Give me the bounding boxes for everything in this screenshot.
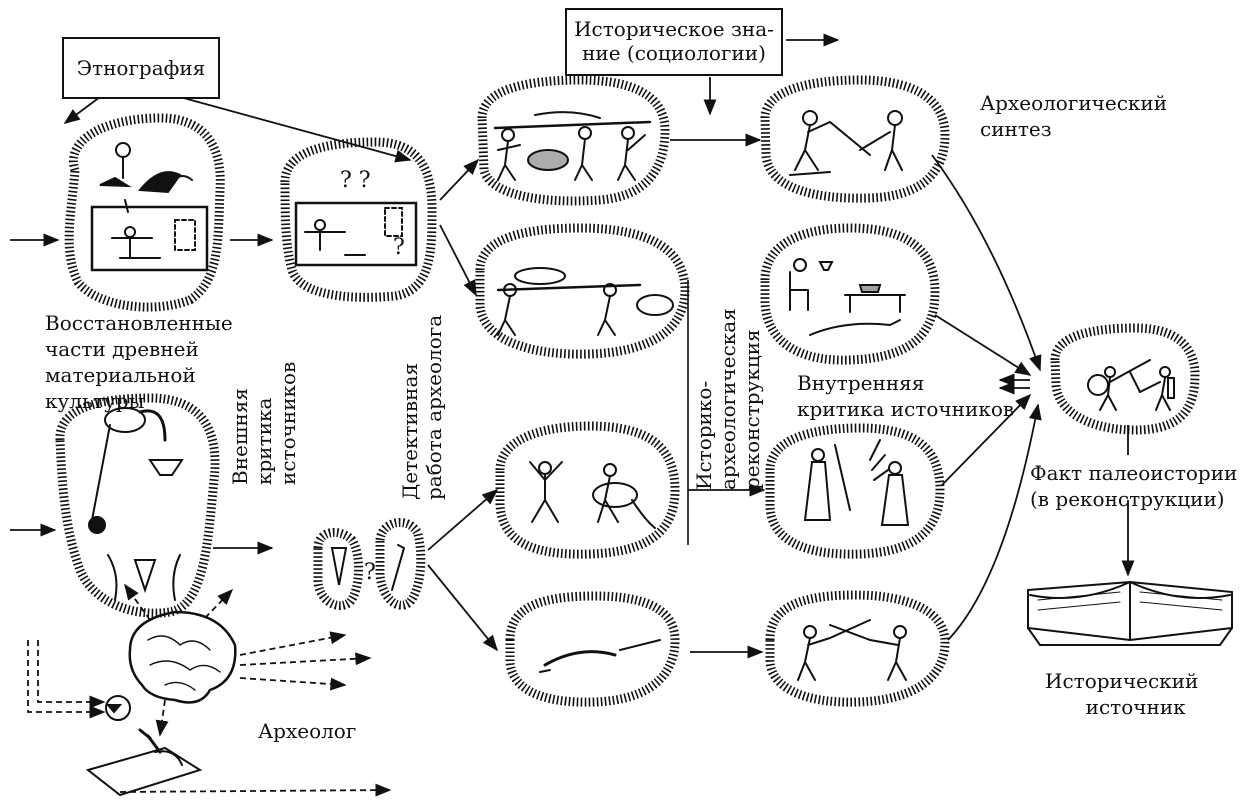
hunt-middle-illustration <box>496 267 674 336</box>
arrow-shards-to-dance <box>427 488 499 551</box>
arrow-question-to-hunt <box>439 158 480 201</box>
ritual-fragment-illustration <box>88 407 184 601</box>
question-mark-shards: ? <box>364 560 376 585</box>
dashed-brain-up-left <box>124 583 151 621</box>
question-marks-top: ? ? <box>340 168 371 193</box>
historical-knowledge-line-2: ние (социологии) <box>582 41 766 65</box>
duel-illustration <box>797 619 907 681</box>
feast-illustration <box>789 258 906 336</box>
blob-hunt-middle <box>475 223 690 359</box>
blob-fight-top <box>760 75 950 203</box>
dashed-input-1 <box>27 640 106 719</box>
dashed-brain-right-3 <box>239 677 347 691</box>
ethnography-label: Этнография <box>76 56 206 80</box>
dashed-brain-to-hand <box>155 699 169 737</box>
paleofact-illustration <box>1087 359 1175 411</box>
shards-illustration <box>330 544 406 591</box>
dashed-brain-right-2 <box>239 652 372 666</box>
arrow-shards-to-burial <box>427 564 499 652</box>
blob-burial <box>505 591 680 707</box>
question-mark-box: ? <box>393 235 405 260</box>
arrow-fight-to-fact <box>931 154 1042 372</box>
hunt-top-illustration <box>493 111 652 181</box>
blob-paleofact <box>1050 323 1200 435</box>
external-criticism-label: Внешняя критика источников <box>228 361 300 485</box>
restored-parts-label: Восстановленные части древней материальн… <box>45 311 233 413</box>
blob-offering <box>765 423 945 559</box>
question-fragment-illustration <box>294 201 418 267</box>
blob-hunt-top <box>477 75 670 206</box>
reconstruction-label: Историко- археологическая реконструкция <box>692 308 764 490</box>
blob-shard-left <box>313 528 364 611</box>
arrow-duel-to-fact <box>947 403 1042 641</box>
restored-culture-illustration <box>90 142 209 272</box>
arrow-ethno-left <box>63 96 101 124</box>
historical-knowledge-box: Историческое зна- ние (социологии) <box>565 8 783 76</box>
blob-question-fragment <box>280 137 437 302</box>
blob-restored-culture <box>64 113 225 312</box>
blob-dance <box>495 421 680 559</box>
dashed-input-2 <box>37 640 106 709</box>
archaeologist-label: Археолог <box>258 719 357 743</box>
arrow-offering-to-fact <box>941 393 1032 486</box>
arrow-feast-to-fact <box>934 314 1032 376</box>
paleohistory-fact-label: Факт палеоистории (в реконструкции) <box>1030 461 1238 511</box>
blob-ritual-fragment <box>55 393 220 618</box>
dashed-hand-out <box>119 783 392 797</box>
detective-work-label: Детективная работа археолога <box>398 314 446 500</box>
archaeological-synthesis-label: Археологический синтез <box>980 91 1168 141</box>
ethnography-box: Этнография <box>62 37 220 99</box>
burial-illustration <box>539 639 661 673</box>
historical-knowledge-line-1: Историческое зна- <box>574 17 774 41</box>
fight-top-illustration <box>789 110 903 176</box>
blob-feast <box>760 223 940 365</box>
book-illustration <box>1027 580 1233 646</box>
writing-hand-illustration <box>85 728 203 797</box>
archaeologist-brain-illustration <box>105 610 237 721</box>
blob-duel <box>765 590 950 707</box>
internal-criticism-label: Внутренняя критика источников <box>797 371 1015 421</box>
dashed-brain-right-1 <box>239 631 347 656</box>
dashed-brain-up-right <box>204 588 234 619</box>
arrow-question-to-hunt-mid <box>439 224 477 297</box>
offering-illustration <box>803 439 910 526</box>
arrow-ethno-right <box>179 96 412 163</box>
historical-source-label: Исторический источник <box>1045 669 1199 719</box>
dance-illustration <box>529 461 656 529</box>
